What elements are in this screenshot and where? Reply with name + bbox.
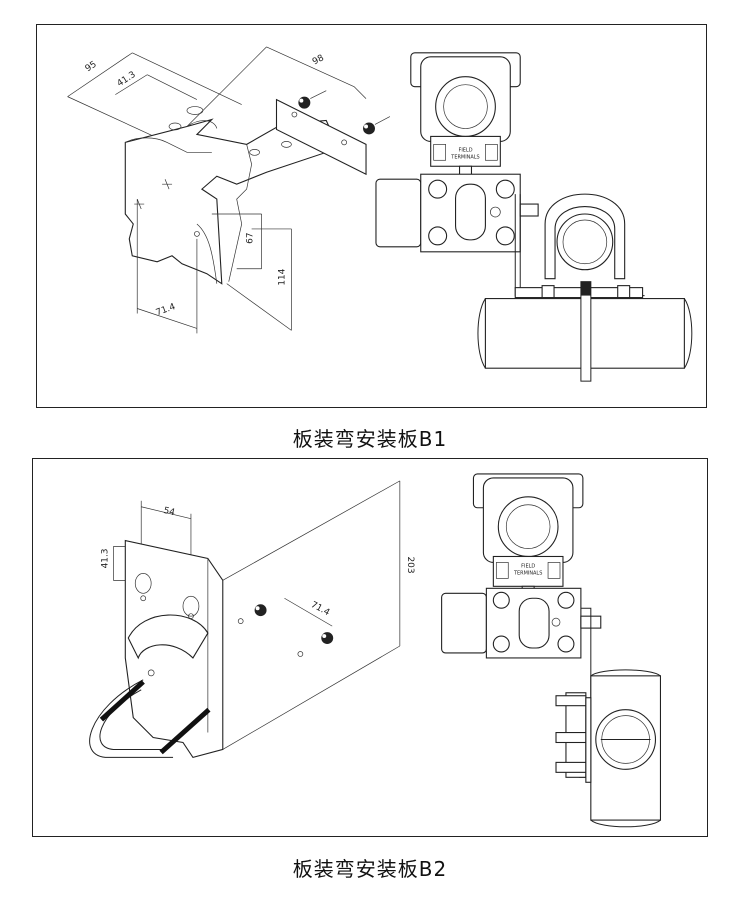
dim-41-3-b2: 41.3 <box>100 549 110 569</box>
dim-203: 203 <box>405 556 415 573</box>
mounting-plate-b1 <box>275 90 391 176</box>
dim-41-3: 41.3 <box>116 70 138 89</box>
dim-67: 67 <box>246 232 256 243</box>
caption-b2: 板装弯安装板B2 <box>292 857 448 881</box>
caption-b1: 板装弯安装板B1 <box>292 427 448 451</box>
figure-b2-panel: 54 41.3 71.4 203 FIELD TERMINA <box>32 458 708 837</box>
bracket-b1 <box>124 106 337 285</box>
field-terminals-label-line2: TERMINALS <box>450 154 479 160</box>
dim-71-4: 71.4 <box>155 302 177 318</box>
dim-95: 95 <box>84 60 99 75</box>
transmitter-b1: FIELD TERMINALS <box>375 52 645 297</box>
transmitter-b2: FIELD TERMINALS <box>441 473 602 778</box>
field-terminals-label-line2-b2: TERMINALS <box>513 570 542 576</box>
bolt-icon <box>363 122 375 135</box>
bolt-icon <box>321 632 334 645</box>
dim-98: 98 <box>311 53 326 67</box>
mounting-plate-b2 <box>237 604 334 657</box>
bracket-b1-drawing: 95 41.3 98 67 <box>67 46 693 382</box>
dimension-lines-vertical <box>136 199 292 334</box>
dim-114: 114 <box>277 268 287 285</box>
bolt-icon <box>254 604 267 617</box>
pipe-clamp-b2 <box>555 669 662 828</box>
bracket-b2-drawing: 54 41.3 71.4 203 FIELD TERMINA <box>89 473 662 828</box>
bracket-b2 <box>89 539 224 759</box>
field-terminals-label-line1-b2: FIELD <box>521 563 535 569</box>
bolt-icon <box>298 96 311 109</box>
pipe-clamp-b1 <box>477 193 693 382</box>
dim-54: 54 <box>162 506 176 518</box>
figure-b1-panel: 95 41.3 98 67 <box>36 24 707 408</box>
dim-71-4-b2: 71.4 <box>309 600 332 618</box>
field-terminals-label-line1: FIELD <box>458 147 472 153</box>
